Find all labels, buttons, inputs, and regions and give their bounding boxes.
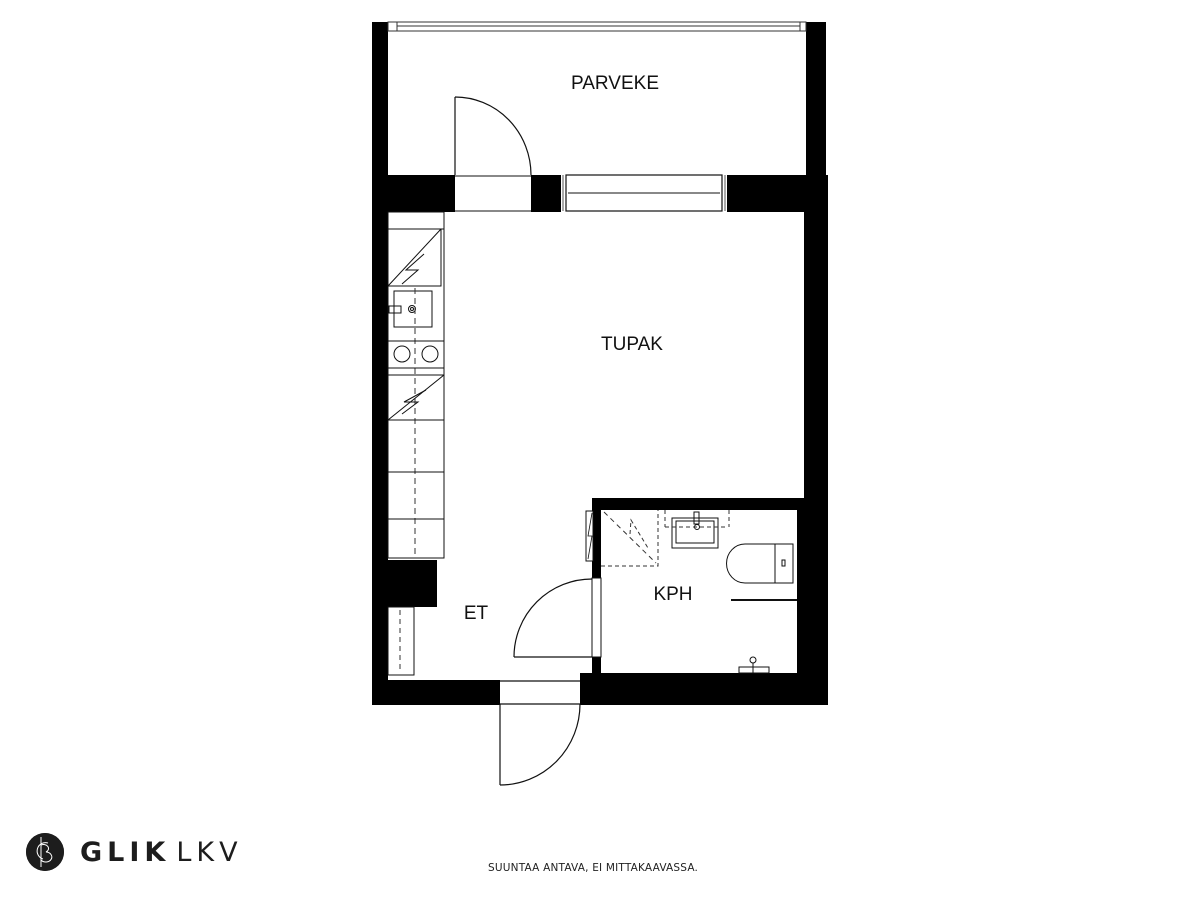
bathroom-walls (592, 498, 804, 681)
brand-name-light: LKV (176, 836, 243, 868)
room-label-living: TUPAK (601, 334, 663, 355)
room-label-balcony: PARVEKE (571, 73, 659, 94)
entry-wardrobe (387, 606, 415, 676)
kitchen (387, 211, 445, 559)
bathroom-door (513, 577, 602, 658)
balcony-door (454, 96, 532, 176)
entrance-door (499, 680, 581, 786)
brand-name-bold: GLIK (80, 836, 171, 868)
balcony (372, 21, 826, 178)
room-label-entry: ET (464, 603, 489, 624)
bathroom-fixtures (585, 510, 797, 674)
room-label-bathroom: KPH (653, 584, 692, 605)
scale-disclaimer: SUUNTAA ANTAVA, EI MITTAKAAVASSA. (488, 862, 699, 874)
outer-walls (372, 175, 828, 705)
balcony-wall (372, 174, 828, 212)
glik-monogram-icon (26, 833, 64, 871)
